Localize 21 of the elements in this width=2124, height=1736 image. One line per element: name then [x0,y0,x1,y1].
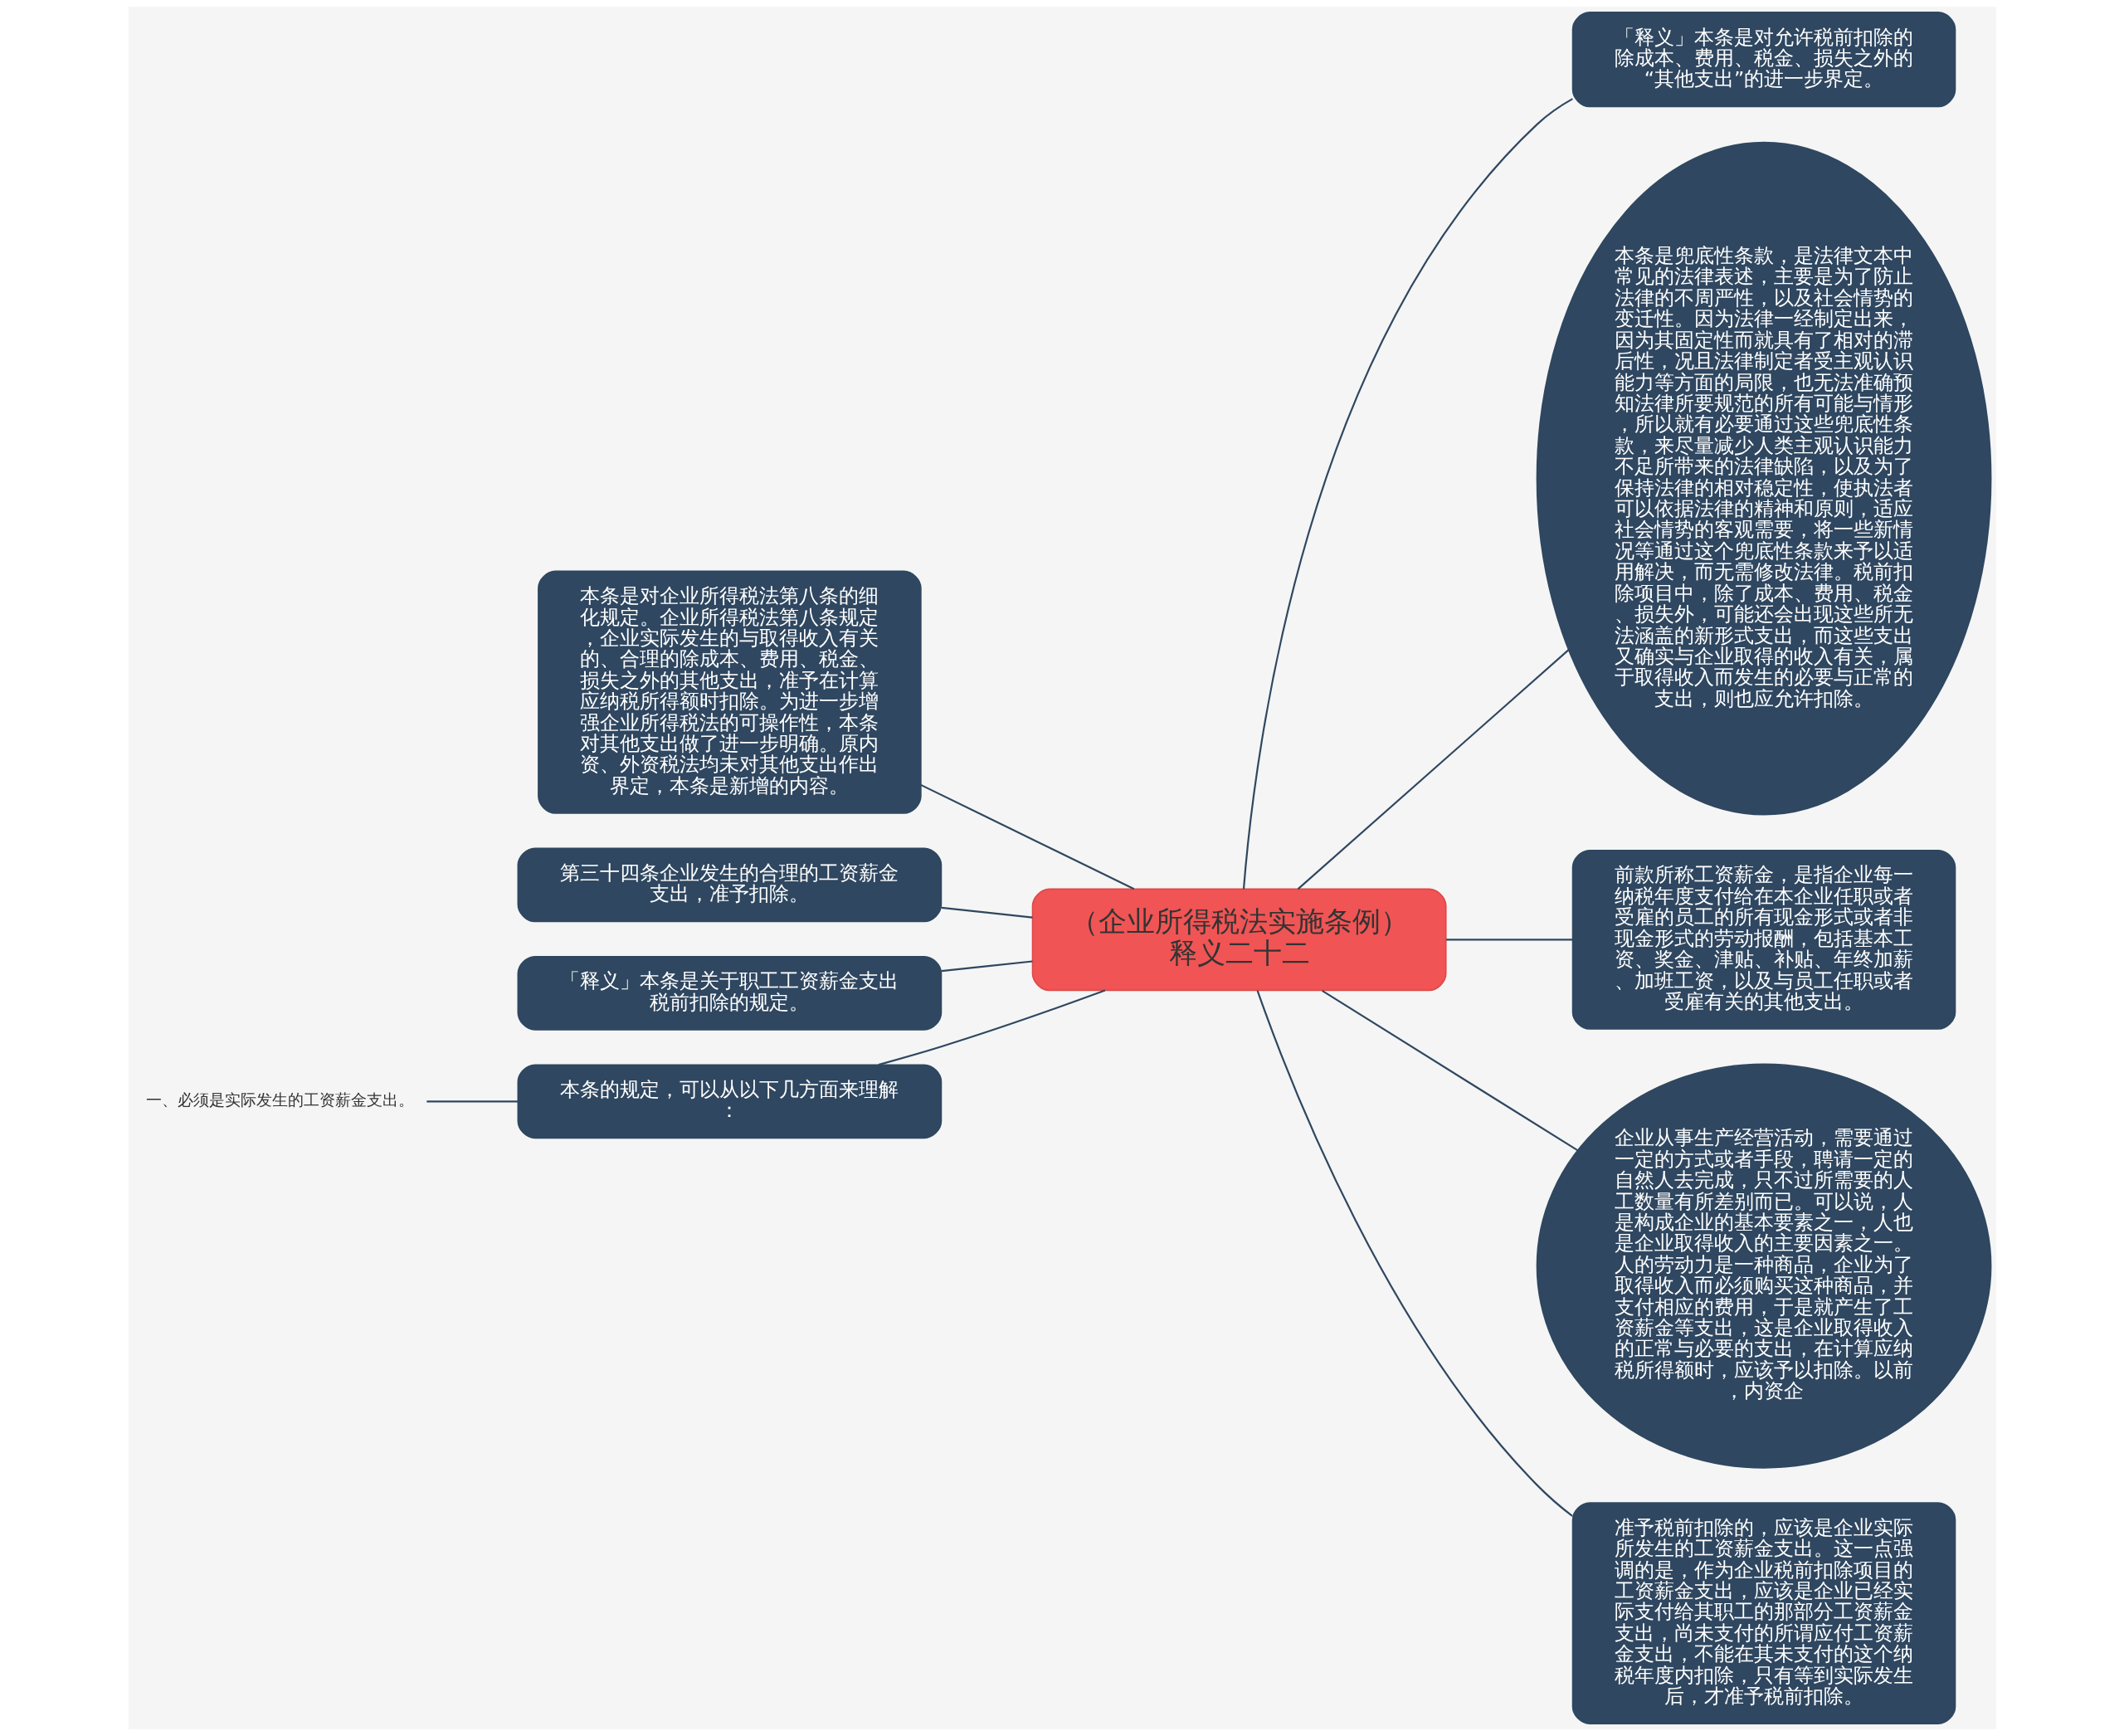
node-ellipse: 企业从事生产经营活动，需要通过一定的方式或者手段，聘请一定的自然人去完成，只不过所需要的人工数量有所差别而已。可以说，人是构成企业的基本要素之一，人也是企业取得收入的主要因素之一。人的劳动力是一种商品，企业为了取得收入而必须购买这种商品，并支付相应的费用，于是就产生了工资薪金等支出，这是企业取得收入的正常与必要的支出，在计算应纳税所得额时，应该予以扣除。以前，内资企 [1536,1063,1991,1469]
connector [878,989,1105,1066]
node-text: 一、必须是实际发生的工资薪金支出。 [146,1091,414,1109]
node-box: 前款所称工资薪金，是指企业每一纳税年度支付给在本企业任职或者受雇的员工的所有现金形式或者非现金形式的劳动报酬，包括基本工资、奖金、津贴、补贴、年终加薪、加班工资，以及与员工任职或者受雇有关的其他支出。 [1571,849,1956,1030]
connector [426,1100,518,1103]
connector [1321,989,1578,1152]
node-box: 本条的规定，可以从以下几方面来理解： [517,1064,942,1139]
connector [941,960,1032,973]
node-box: 「释义」本条是对允许税前扣除的除成本、费用、税金、损失之外的“其他支出”的进一步界定。 [1571,12,1956,108]
connector [1242,98,1573,890]
connector [919,783,1134,890]
node-box: 准予税前扣除的，应该是企业实际所发生的工资薪金支出。这一点强调的是，作为企业税前扣除项目的工资薪金支出，应该是企业已经实际支付给其职工的那部分工资薪金支出，尚未支付的所谓应付工资薪金支出，不能在其未支付的这个纳税年度内扣除，只有等到实际发生后，才准予税前扣除。 [1571,1502,1956,1724]
connector [1445,939,1572,941]
connector [941,906,1032,919]
node-box: 本条是对企业所得税法第八条的细化规定。企业所得税法第八条规定，企业实际发生的与取得收入有关的、合理的除成本、费用、税金、损失之外的其他支出，准予在计算应纳税所得额时扣除。为进一步增强企业所得税法的可操作性，本条对其他支出做了进一步明确。原内资、外资税法均未对其他支出作出界定，本条是新增的内容。 [537,570,922,814]
node-box: 「释义」本条是关于职工工资薪金支出税前扣除的规定。 [517,955,942,1031]
node-box: （企业所得税法实施条例）释义二十二 [1031,888,1447,992]
connector [1256,990,1573,1517]
node-ellipse: 本条是兜底性条款，是法律文本中常见的法律表述，主要是为了防止法律的不周严性，以及社会情势的变迁性。因为法律一经制定出来，因为其固定性而就具有了相对的滞后性，况且法律制定者受主观认识能力等方面的局限，也无法准确预知法律所要规范的所有可能与情形，所以就有必要通过这些兜底性条款，来尽量减少人类主观认识能力不足所带来的法律缺陷，以及为了保持法律的相对稳定性，使执法者可以依据法律的精神和原则，适应社会情势的客观需要，将一些新情况等通过这个兜底性条款来予以适用解决，而无需修改法律。税前扣除项目中，除了成本、费用、税金、损失外，可能还会出现这些所无法涵盖的新形式支出，而这些支出又确实与企业取得的收入有关，属于取得收入而发生的必要与正常的支出，则也应允许扣除。 [1536,141,1991,816]
connector [1297,649,1570,890]
node-box: 第三十四条企业发生的合理的工资薪金支出，准予扣除。 [517,847,942,923]
